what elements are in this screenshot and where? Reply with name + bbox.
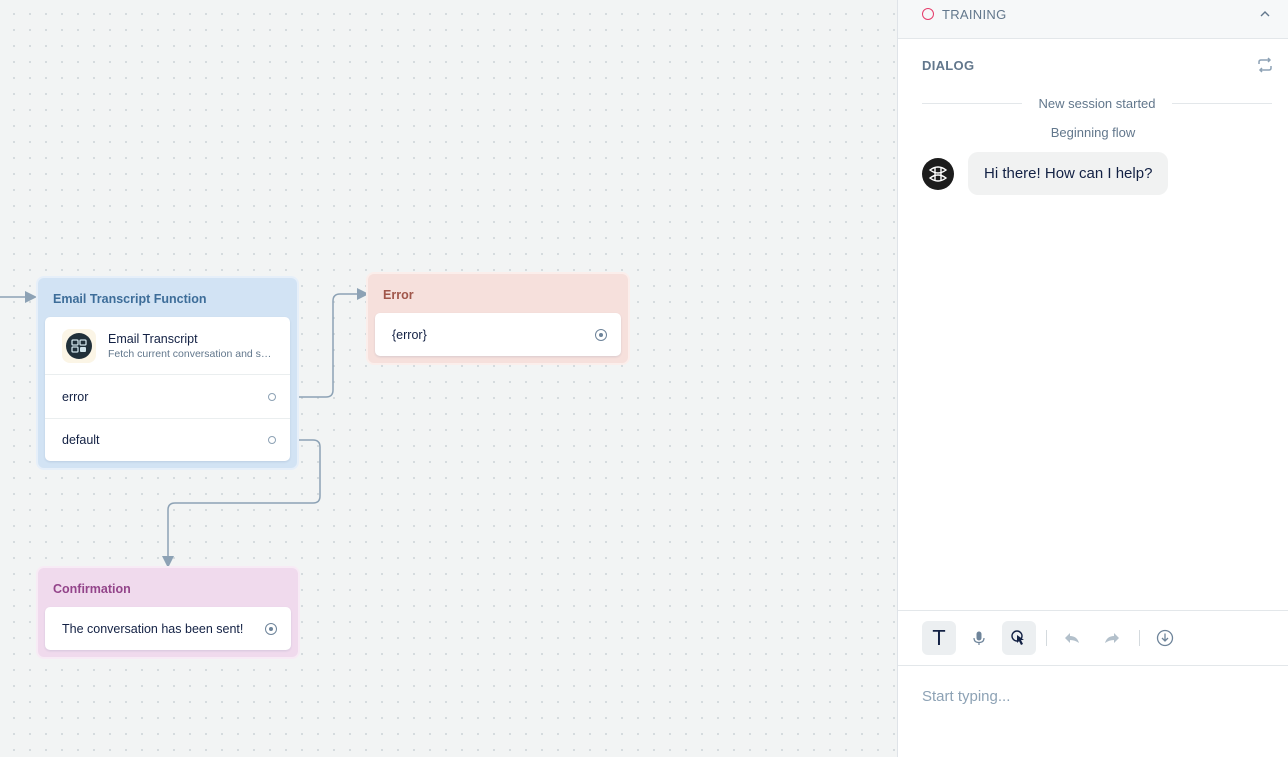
path-label: default xyxy=(62,433,100,447)
error-block[interactable]: Error {error} xyxy=(366,272,630,365)
touch-icon[interactable] xyxy=(1002,621,1036,655)
function-name: Email Transcript xyxy=(108,331,198,346)
message-step[interactable]: {error} xyxy=(375,313,621,356)
session-divider: New session started xyxy=(898,91,1288,115)
input-toolbar: T xyxy=(898,610,1288,666)
flow-note: Beginning flow xyxy=(1050,125,1136,140)
training-status-icon xyxy=(922,8,934,20)
session-divider-text: New session started xyxy=(1038,95,1156,111)
message-input[interactable] xyxy=(922,688,1264,705)
function-step[interactable]: Email Transcript Fetch current conversat… xyxy=(45,317,290,461)
target-port-icon[interactable] xyxy=(595,328,607,341)
function-icon xyxy=(62,328,96,363)
chevron-up-icon[interactable] xyxy=(1260,8,1270,22)
bot-avatar-icon xyxy=(922,157,954,190)
email-transcript-function-block[interactable]: Email Transcript Function Email Transcri… xyxy=(36,276,299,470)
connections xyxy=(0,288,369,568)
path-error: error xyxy=(45,375,290,418)
message-bubble: Hi there! How can I help? xyxy=(968,152,1169,195)
message-input-area xyxy=(898,666,1288,757)
message-text: The conversation has been sent! xyxy=(62,621,244,636)
message-text: {error} xyxy=(392,327,427,342)
training-bar[interactable]: TRAINING xyxy=(898,0,1288,39)
flow-canvas[interactable]: Email Transcript Function Email Transcri… xyxy=(0,0,897,757)
message-row: {error} xyxy=(375,313,621,356)
block-title: Confirmation xyxy=(53,582,131,596)
path-label: error xyxy=(62,389,89,404)
training-label: TRAINING xyxy=(942,6,1007,22)
dialog-title: DIALOG xyxy=(922,57,975,73)
target-port-icon[interactable] xyxy=(265,622,277,635)
toolbar-separator xyxy=(1046,630,1047,646)
download-icon[interactable] xyxy=(1148,621,1182,655)
undo-icon[interactable] xyxy=(1055,621,1089,655)
message-row: The conversation has been sent! xyxy=(45,607,291,650)
toolbar-separator xyxy=(1139,630,1140,646)
prototype-panel: TRAINING DIALOG New session started Begi… xyxy=(897,0,1288,757)
port-handle[interactable] xyxy=(268,436,276,444)
text-mode-button[interactable]: T xyxy=(922,621,956,655)
default-connection xyxy=(162,439,321,568)
function-header: Email Transcript Fetch current conversat… xyxy=(45,317,290,375)
port-handle[interactable] xyxy=(268,392,276,401)
block-title: Error xyxy=(383,288,414,302)
function-description: Fetch current conversation and send it v… xyxy=(108,347,276,360)
message-step[interactable]: The conversation has been sent! xyxy=(45,607,291,650)
error-connection xyxy=(290,288,369,398)
block-title: Email Transcript Function xyxy=(53,292,207,306)
reset-icon[interactable] xyxy=(1256,56,1274,74)
path-default: default xyxy=(45,418,290,461)
dialog-header: DIALOG xyxy=(898,39,1288,91)
bot-message: Hi there! How can I help? xyxy=(898,152,1288,195)
confirmation-block[interactable]: Confirmation The conversation has been s… xyxy=(36,566,300,659)
redo-icon[interactable] xyxy=(1095,621,1129,655)
mic-icon[interactable] xyxy=(962,621,996,655)
